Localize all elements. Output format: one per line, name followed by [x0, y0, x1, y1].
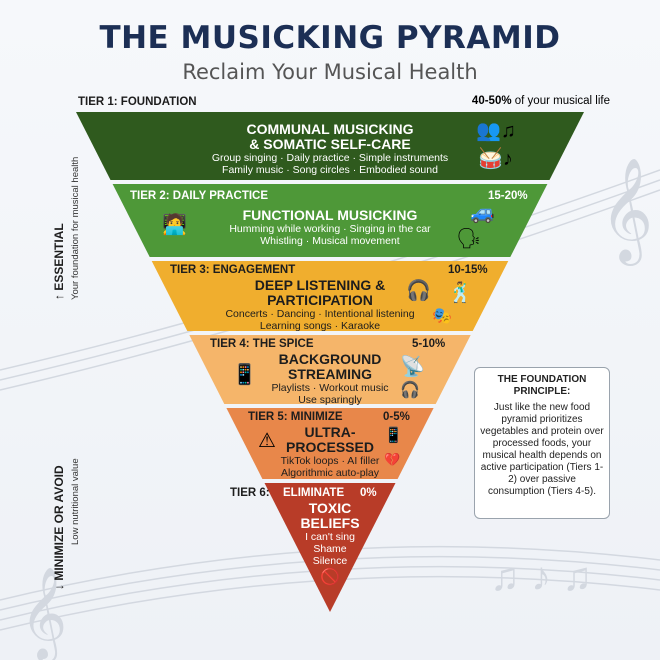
- tier-5-title-2: PROCESSED: [286, 439, 374, 455]
- tier-2-desc: Humming while working · Singing in the c…: [229, 223, 431, 235]
- tier-1-desc: Group singing · Daily practice · Simple …: [211, 152, 449, 164]
- stage-icon: 🎭: [432, 308, 452, 325]
- tier-4-title-2: STREAMING: [288, 366, 372, 382]
- tier-6-head: ELIMINATE: [283, 487, 345, 499]
- tier-6-desc-2: Shame: [313, 543, 347, 555]
- tier-3-label: TIER 3: ENGAGEMENT: [170, 264, 296, 276]
- headphones-icon: 🎧: [400, 382, 420, 399]
- avoid-label: ↓ MINIMIZE OR AVOID: [52, 465, 66, 590]
- singing-person-icon: 🗣: [456, 228, 482, 250]
- tier-1-percent-suffix: of your musical life: [511, 95, 610, 107]
- phone-play-icon: 📱: [232, 364, 257, 386]
- page-subtitle: Reclaim Your Musical Health: [182, 60, 478, 84]
- tier-4-percent: 5-10%: [412, 338, 446, 350]
- tier-4-label: TIER 4: THE SPICE: [210, 338, 314, 350]
- tier-6-label: TIER 6:: [230, 487, 270, 499]
- tier-5-percent: 0-5%: [383, 411, 410, 423]
- person-at-desk-icon: 🧑‍💻: [162, 214, 187, 236]
- drum-icon: 🥁♪: [478, 148, 513, 170]
- tier-6-title: TOXIC: [308, 500, 352, 516]
- broken-heart-icon: 💔: [384, 452, 401, 467]
- principle-title: THE FOUNDATION PRINCIPLE:: [497, 374, 587, 397]
- tier-1-percent: 40-50% of your musical life: [472, 95, 610, 107]
- tier-1-band: [76, 112, 584, 180]
- car-icon: 🚙: [470, 202, 495, 224]
- treble-clef-icon: 𝄞: [600, 159, 653, 266]
- tier-5-desc-2: Algorithmic auto-play: [280, 467, 380, 479]
- tier-6-desc-3: Silence: [312, 555, 348, 567]
- page-title: THE MUSICKING PYRAMID: [99, 20, 561, 56]
- tier-4-desc: Playlists · Workout music: [271, 382, 389, 394]
- tier-3-title-2: PARTICIPATION: [267, 292, 373, 308]
- tier-4-band: [189, 335, 471, 404]
- headphones-icon: 🎧: [406, 280, 431, 302]
- tier-2-percent: 15-20%: [488, 190, 528, 202]
- group-singing-icon: 👥♫: [476, 120, 516, 142]
- warning-icon: ⚠: [258, 430, 276, 452]
- tier-2-band: [112, 184, 548, 257]
- tier-5-label: TIER 5: MINIMIZE: [248, 411, 343, 423]
- no-symbol-icon: 🚫: [320, 569, 340, 586]
- svg-text:♫ ♪ ♫: ♫ ♪ ♫: [490, 555, 592, 599]
- phone-icon: 📱: [384, 427, 403, 444]
- tier-3-band: [151, 261, 509, 331]
- dancing-icon: 🕺: [448, 282, 473, 304]
- tier-1-percent-value: 40-50%: [471, 95, 512, 107]
- tier-2-title: FUNCTIONAL MUSICKING: [242, 207, 418, 223]
- tier-3-desc: Concerts · Dancing · Intentional listeni…: [225, 308, 415, 320]
- tier-5-band: [226, 408, 434, 479]
- tier-2-label: TIER 2: DAILY PRACTICE: [130, 190, 269, 202]
- tier-1-title-2: & SOMATIC SELF-CARE: [249, 136, 411, 152]
- tier-3-desc-2: Learning songs · Karaoke: [259, 320, 381, 332]
- broadcast-icon: 📡: [400, 356, 425, 378]
- avoid-sublabel: Low nutritional value: [70, 458, 81, 545]
- tier-4-desc-2: Use sparingly: [298, 394, 362, 406]
- tier-6-percent: 0%: [360, 487, 377, 499]
- foundation-principle-box: THE FOUNDATION PRINCIPLE: Just like the …: [474, 367, 610, 519]
- tier-6-band: [264, 483, 396, 612]
- tier-1-desc-2: Family music · Song circles · Embodied s…: [222, 164, 438, 176]
- tier-5-title: ULTRA-: [304, 424, 356, 440]
- tier-3-percent: 10-15%: [448, 264, 488, 276]
- tier-2-desc-2: Whistling · Musical movement: [260, 235, 400, 247]
- essential-sublabel: Your foundation for musical health: [70, 156, 81, 300]
- tier-1-title: COMMUNAL MUSICKING: [246, 121, 414, 137]
- principle-body: Just like the new food pyramid prioritiz…: [480, 402, 604, 497]
- essential-label: ↑ ESSENTIAL: [52, 223, 66, 300]
- treble-clef-icon: 𝄞: [20, 568, 67, 660]
- tier-4-title: BACKGROUND: [278, 351, 382, 367]
- tier-6-desc: I can't sing: [305, 531, 355, 543]
- tier-1-label: TIER 1: FOUNDATION: [78, 96, 197, 108]
- tier-5-desc: TikTok loops · AI filler: [280, 455, 380, 467]
- tier-3-title: DEEP LISTENING &: [254, 277, 386, 293]
- tier-6-title-2: BELIEFS: [300, 515, 360, 531]
